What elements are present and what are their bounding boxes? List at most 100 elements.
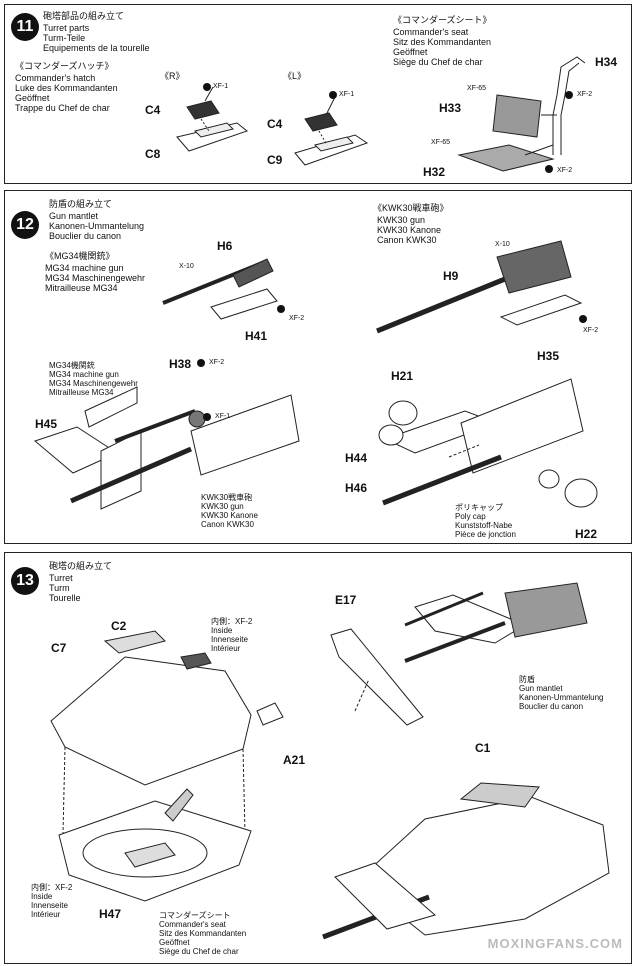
part-c1: C1: [475, 741, 491, 755]
paint-xf1: XF-1: [215, 413, 231, 420]
paint-x10-a: X-10: [179, 263, 194, 270]
side-l-label: 《L》: [283, 71, 307, 81]
step-11-title-2: Turm-Teile: [43, 33, 86, 43]
paint-dot-icon: [565, 91, 573, 99]
part-h46: H46: [345, 481, 368, 495]
step-11-title-3: Equipements de la tourelle: [43, 43, 150, 53]
mg34-caption-1: MG34 machine gun: [45, 263, 124, 273]
part-h44: H44: [345, 451, 368, 465]
step-12-title-jp: 防盾の組み立て: [49, 199, 113, 209]
inside2-3: Innenseite: [31, 901, 68, 910]
seat-caption-3: Geöffnet: [393, 47, 428, 57]
step-12-drawing: [33, 240, 598, 510]
kwkb-4: Canon KWK30: [201, 520, 254, 529]
step-12-title-1: Gun mantlet: [49, 211, 99, 221]
step-13-panel: 13 砲塔の組み立て Turret Turm Tourelle: [4, 552, 632, 964]
step-13-title-1: Turret: [49, 573, 73, 583]
part-c9: C9: [267, 153, 283, 167]
paint-dot-icon: [579, 315, 587, 323]
hatch-caption-4: Trappe du Chef de char: [15, 103, 110, 113]
paint-xf2-b: XF-2: [557, 167, 573, 174]
paint-xf2-c: XF-2: [209, 359, 225, 366]
hatch-caption-1: Commander's hatch: [15, 73, 96, 83]
part-h21: H21: [391, 369, 414, 383]
part-c7: C7: [51, 641, 67, 655]
kwkb-3: KWK30 Kanone: [201, 511, 258, 520]
paint-dot-icon: [545, 165, 553, 173]
kwk-caption-jp: 《KWK30戦車砲》: [373, 203, 449, 213]
part-h35: H35: [537, 349, 560, 363]
step-12-title-3: Bouclier du canon: [49, 231, 122, 241]
part-c8: C8: [145, 147, 161, 161]
step-11-title-jp: 砲塔部品の組み立て: [43, 11, 125, 21]
polycap-4: Pièce de jonction: [455, 530, 516, 539]
seat13-5: Siège du Chef de char: [159, 947, 239, 956]
mg34-caption-2: MG34 Maschinengewehr: [45, 273, 146, 283]
paint-xf65-a: XF-65: [467, 85, 487, 92]
seat-caption-1: Commander's seat: [393, 27, 469, 37]
inside2-4: Intérieur: [31, 910, 61, 919]
step-11-drawing: [176, 56, 586, 172]
inside1-2: Inside: [211, 626, 233, 635]
paint-xf2-a: XF-2: [289, 315, 305, 322]
part-h22: H22: [575, 527, 598, 541]
seat13-4: Geöffnet: [159, 938, 190, 947]
step-11-title-1: Turret parts: [43, 23, 90, 33]
mantlet13-1: 防盾: [519, 675, 535, 684]
hatch-caption-jp: 《コマンダーズハッチ》: [15, 61, 114, 71]
mg34-caption-3: Mitrailleuse MG34: [45, 283, 118, 293]
paint-xf2-b: XF-2: [583, 327, 599, 334]
mg34b-2: MG34 machine gun: [49, 370, 119, 379]
mantlet13-4: Bouclier du canon: [519, 702, 584, 711]
paint-xf1-r: XF-1: [213, 83, 229, 90]
polycap-3: Kunststoff-Nabe: [455, 521, 513, 530]
step-12-number: 12: [11, 211, 39, 239]
step-13-number: 13: [11, 567, 39, 595]
step-12-panel: 12 防盾の組み立て Gun mantlet Kanonen-Ummantelu…: [4, 190, 632, 544]
mantlet13-2: Gun mantlet: [519, 684, 563, 693]
part-c4-r: C4: [145, 103, 161, 117]
paint-xf1-l: XF-1: [339, 91, 355, 98]
kwk-caption-3: Canon KWK30: [377, 235, 437, 245]
part-h6: H6: [217, 239, 233, 253]
paint-dot-icon: [329, 91, 337, 99]
step-12-title-2: Kanonen-Ummantelung: [49, 221, 145, 231]
paint-x10-b: X-10: [495, 241, 510, 248]
seat-caption-4: Siège du Chef de char: [393, 57, 483, 67]
step-13-drawing: [50, 582, 610, 940]
paint-dot-icon: [203, 83, 211, 91]
part-h45: H45: [35, 417, 58, 431]
inside2-2: Inside: [31, 892, 53, 901]
seat13-2: Commander's seat: [159, 920, 226, 929]
mg34b-1: MG34機関銃: [49, 361, 95, 370]
seat-caption-jp: 《コマンダーズシート》: [393, 15, 492, 25]
polycap-1: ポリキャップ: [455, 503, 503, 512]
paint-xf2-a: XF-2: [577, 91, 593, 98]
part-h41: H41: [245, 329, 268, 343]
mg34b-4: Mitrailleuse MG34: [49, 388, 114, 397]
mantlet13-3: Kanonen-Ummantelung: [519, 693, 604, 702]
part-a21: A21: [283, 753, 306, 767]
kwkb-1: KWK30戦車砲: [201, 493, 253, 502]
part-h9: H9: [443, 269, 459, 283]
inside1-3: Innenseite: [211, 635, 248, 644]
step-13-title-3: Tourelle: [49, 593, 81, 603]
side-r-label: 《R》: [160, 71, 185, 81]
polycap-2: Poly cap: [455, 512, 486, 521]
step-13-title-2: Turm: [49, 583, 70, 593]
part-h47: H47: [99, 907, 122, 921]
kwkb-2: KWK30 gun: [201, 502, 244, 511]
part-h34: H34: [595, 55, 618, 69]
seat-caption-2: Sitz des Kommandanten: [393, 37, 492, 47]
watermark: MOXINGFANS.COM: [487, 936, 623, 951]
hatch-caption-3: Geöffnet: [15, 93, 50, 103]
step-11-panel: 11 砲塔部品の組み立て Turret parts Turm-Teile Equ…: [4, 4, 632, 184]
kwk-caption-2: KWK30 Kanone: [377, 225, 442, 235]
part-c4-l: C4: [267, 117, 283, 131]
step-11-number: 11: [11, 13, 39, 41]
paint-dot-icon: [197, 359, 205, 367]
paint-xf65-b: XF-65: [431, 139, 451, 146]
seat13-1: コマンダーズシート: [159, 911, 231, 920]
mg34-caption-jp: 《MG34機関銃》: [45, 251, 115, 261]
paint-dot-icon: [203, 413, 211, 421]
